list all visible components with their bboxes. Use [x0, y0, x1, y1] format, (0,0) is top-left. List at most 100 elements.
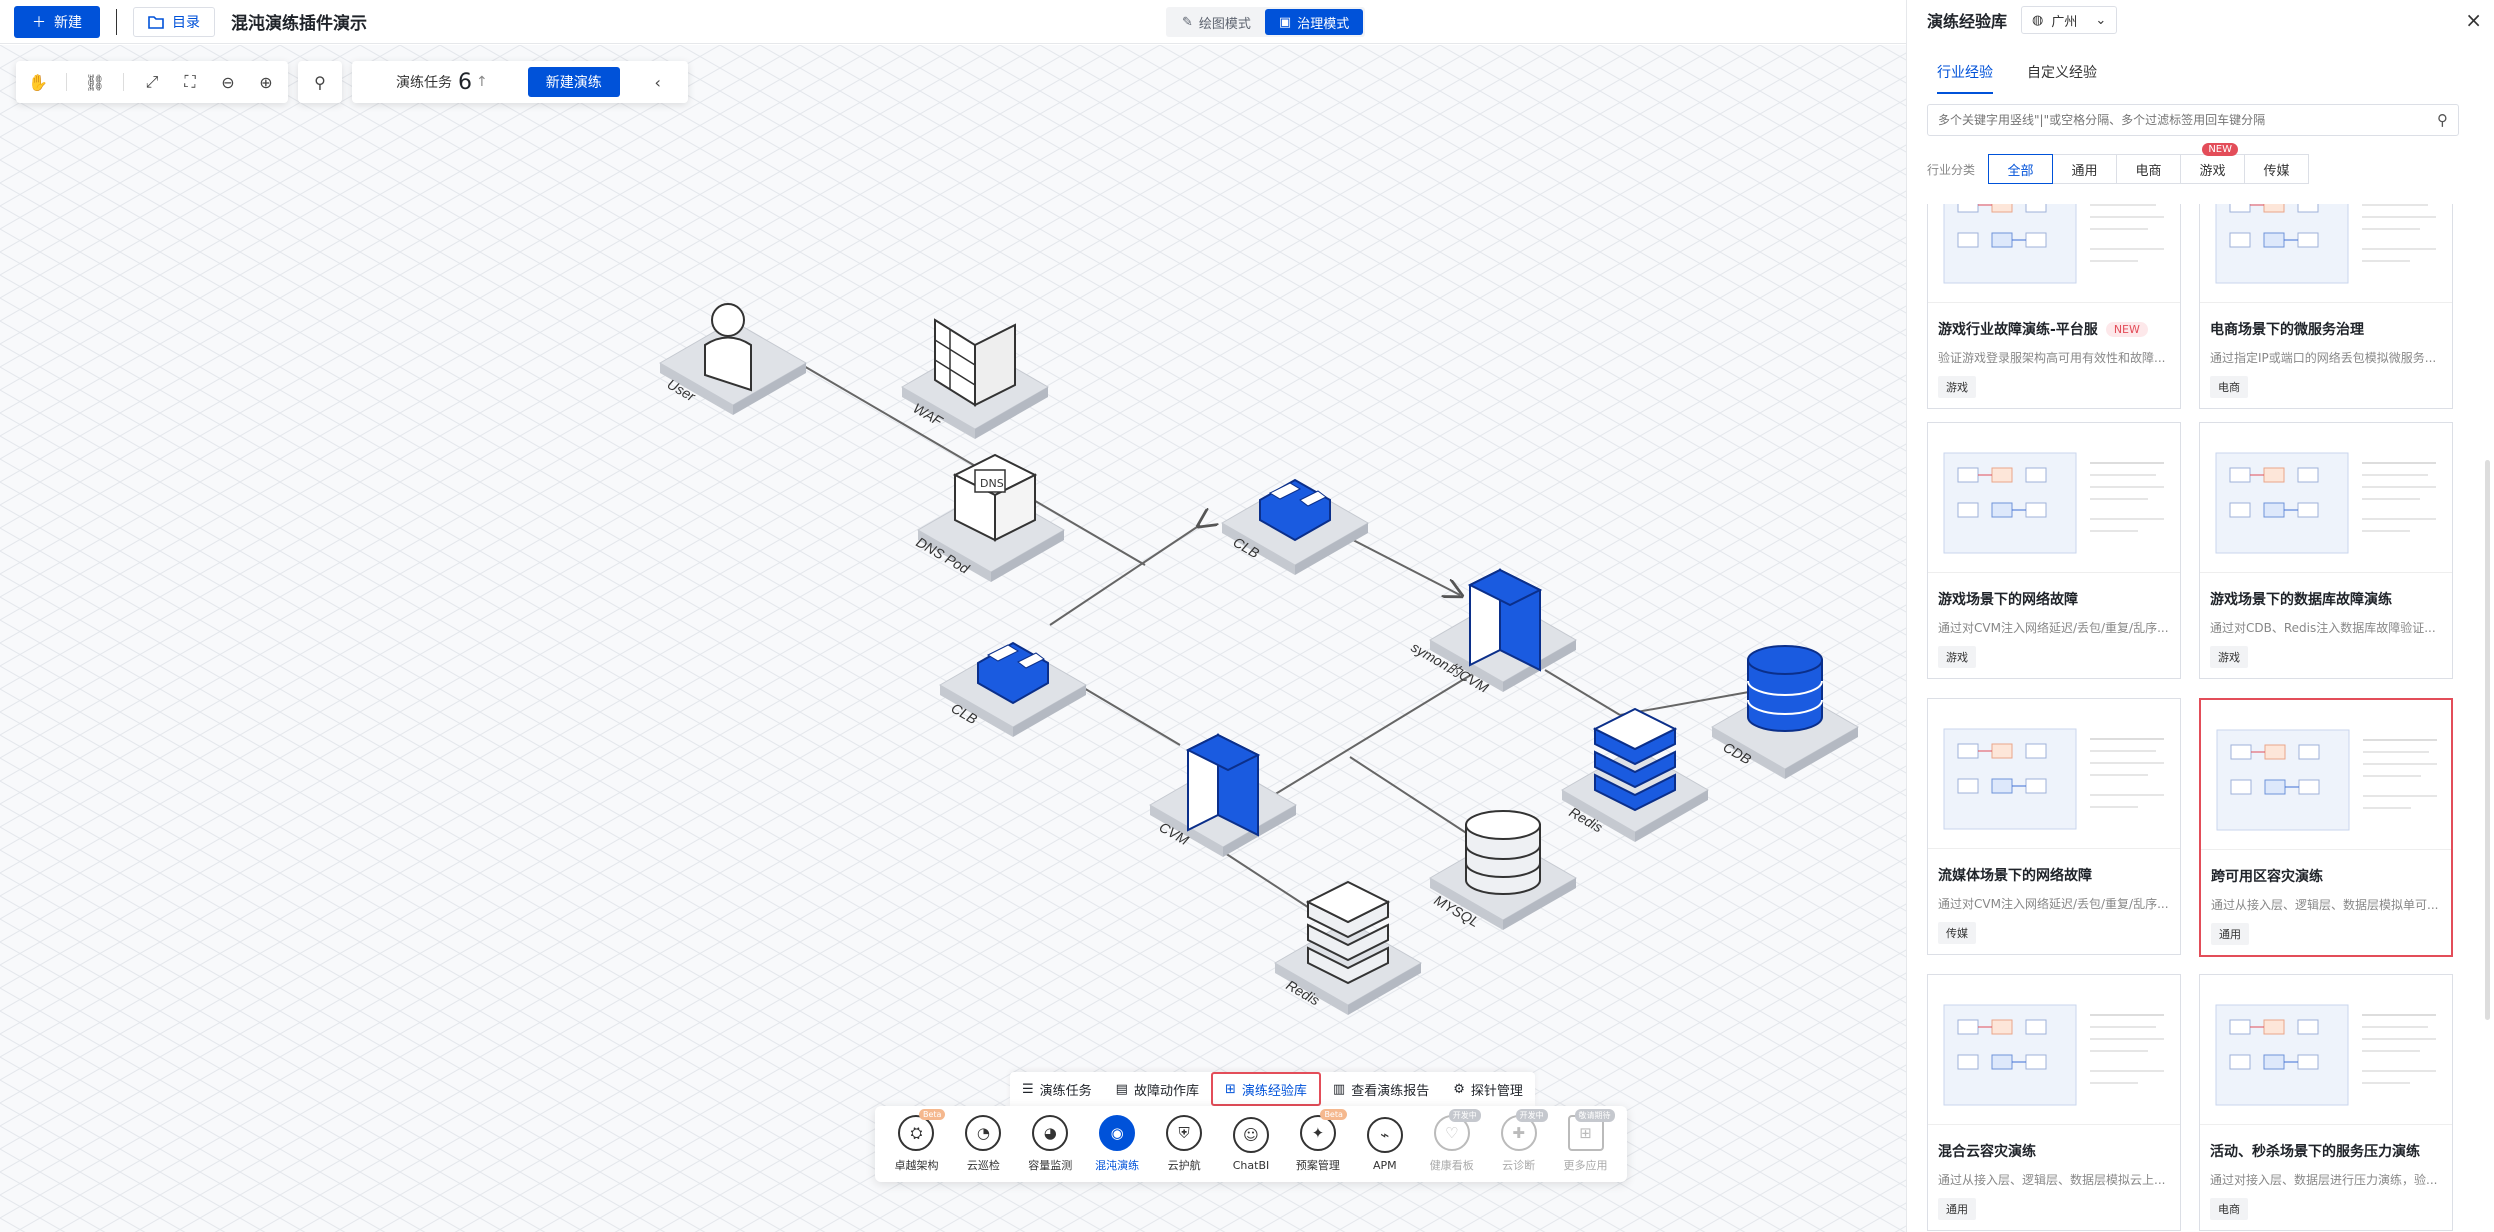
experience-card[interactable]: 电商场景下的微服务治理通过指定IP或端口的网络丢包模拟微服务...电商	[2199, 204, 2453, 409]
card-thumbnail	[1928, 699, 2180, 849]
dock-label: 健康看板	[1429, 1159, 1474, 1172]
tab-label: 演练经验库	[1241, 1083, 1307, 1099]
card-description: 通过从接入层、逻辑层、数据层模拟单可...	[2211, 898, 2439, 912]
card-description: 通过指定IP或端口的网络丢包模拟微服务...	[2210, 351, 2437, 365]
dock-inspection[interactable]: ◔云巡检	[952, 1115, 1014, 1173]
search-input[interactable]	[1938, 113, 2418, 127]
link-icon[interactable]: ⛓	[84, 72, 106, 92]
dock-architecture[interactable]: Beta⛭卓越架构	[885, 1109, 947, 1173]
search-icon[interactable]: ⚲	[314, 72, 326, 92]
node-symon-cvm[interactable]	[1428, 568, 1578, 692]
dock-chaos-drill[interactable]: ◉混沌演练	[1086, 1115, 1148, 1173]
experience-card[interactable]: 游戏场景下的网络故障通过对CVM注入网络延迟/丢包/重复/乱序... 游戏	[1927, 422, 2181, 679]
dock-label: 卓越架构	[894, 1159, 939, 1172]
category-media[interactable]: 传媒	[2244, 154, 2310, 184]
card-tag: 通用	[2211, 923, 2249, 945]
apm-icon: ⌁	[1366, 1116, 1403, 1153]
chevron-left-icon[interactable]: ‹	[654, 72, 661, 92]
dock-label: 混沌演练	[1095, 1159, 1140, 1172]
diagram-thumbnail-image	[2216, 729, 2437, 831]
region-select[interactable]: ◍ 广州 ⌄	[2021, 6, 2118, 34]
dock-capacity[interactable]: ◕容量监测	[1019, 1115, 1081, 1173]
tab-experience-library[interactable]: ⊞演练经验库	[1210, 1072, 1321, 1106]
dock-more-apps[interactable]: 敬请期待⊞更多应用	[1555, 1109, 1617, 1173]
tab-drill-tasks[interactable]: ☰演练任务	[1010, 1072, 1104, 1106]
card-tag: 游戏	[1938, 646, 1976, 668]
card-description: 通过对CVM注入网络延迟/丢包/重复/乱序...	[1938, 897, 2169, 911]
diagram-canvas[interactable]: User WAF DNS Pod CLB symon的CVM CLB CVM R…	[0, 45, 1906, 1232]
fit-view-icon[interactable]: ⤢	[145, 72, 159, 91]
node-mysql[interactable]	[1428, 810, 1578, 930]
category-general[interactable]: 通用	[2052, 154, 2118, 184]
card-description: 通过对CVM注入网络延迟/丢包/重复/乱序...	[1938, 621, 2169, 635]
search-icon[interactable]: ⚲	[2437, 111, 2448, 129]
tab-probe-management[interactable]: ⚙探针管理	[1441, 1072, 1535, 1106]
beta-badge: Beta	[919, 1109, 946, 1120]
category-ecommerce[interactable]: 电商	[2116, 154, 2182, 184]
new-badge: NEW	[2202, 143, 2239, 156]
node-redis-bottom[interactable]	[1273, 880, 1423, 1015]
node-cvm[interactable]	[1148, 733, 1298, 857]
diagram-thumbnail-image	[1943, 452, 2164, 554]
node-waf[interactable]	[900, 318, 1050, 439]
directory-button[interactable]: 目录	[133, 6, 215, 37]
shield-icon: ⛨	[1166, 1115, 1203, 1151]
dock-escort[interactable]: ⛨云护航	[1153, 1115, 1215, 1173]
tab-drill-report[interactable]: ▥查看演练报告	[1321, 1072, 1441, 1106]
tab-fault-library[interactable]: ▤故障动作库	[1104, 1072, 1211, 1106]
experience-card[interactable]: 混合云容灾演练通过从接入层、逻辑层、数据层模拟云上...通用	[1927, 974, 2181, 1231]
hand-icon[interactable]: ✋	[28, 72, 48, 92]
link-symon-redis	[1544, 669, 1621, 716]
node-user[interactable]	[658, 303, 808, 415]
card-title-text: 游戏行业故障演练-平台服	[1938, 322, 2098, 338]
tab-industry-experience[interactable]: 行业经验	[1937, 62, 1993, 94]
user-icon	[711, 303, 745, 337]
pencil-icon: ✎	[1182, 14, 1193, 30]
governance-mode-button[interactable]: ▣ 治理模式	[1264, 9, 1364, 35]
new-drill-button[interactable]: 新建演练	[527, 67, 620, 97]
experience-card[interactable]: 游戏场景下的数据库故障演练通过对CDB、Redis注入数据库故障验证...游戏	[2199, 422, 2453, 679]
dock-apm[interactable]: ⌁APM	[1354, 1116, 1416, 1172]
card-thumbnail	[1928, 204, 2180, 303]
stack-icon	[1305, 880, 1391, 985]
experience-card[interactable]: 活动、秒杀场景下的服务压力演练通过对接入层、数据层进行压力演练，验...电商	[2199, 974, 2453, 1231]
dock-label: 云诊断	[1502, 1159, 1536, 1172]
node-redis-right[interactable]	[1560, 707, 1710, 842]
card-title-text: 游戏场景下的网络故障	[1938, 592, 2078, 608]
dock-plan[interactable]: Beta✦预案管理	[1287, 1109, 1349, 1173]
card-title: 流媒体场景下的网络故障	[1928, 849, 2180, 885]
scrollbar[interactable]	[2485, 460, 2490, 1020]
dock-health[interactable]: 开发中♡健康看板	[1421, 1109, 1483, 1173]
dock-chatbi[interactable]: ☺ChatBI	[1220, 1116, 1282, 1172]
experience-card[interactable]: 流媒体场景下的网络故障通过对CVM注入网络延迟/丢包/重复/乱序...传媒	[1927, 698, 2181, 955]
task-count: 6	[458, 69, 472, 95]
dev-badge: 开发中	[1515, 1109, 1548, 1122]
dock-label: 云巡检	[966, 1159, 1000, 1172]
node-dns-pod[interactable]	[916, 453, 1066, 582]
experience-card[interactable]: 跨可用区容灾演练通过从接入层、逻辑层、数据层模拟单可...通用	[2199, 698, 2453, 957]
draw-mode-button[interactable]: ✎ 绘图模式	[1168, 9, 1265, 35]
governance-icon: ▣	[1278, 14, 1292, 30]
card-description: 通过对CDB、Redis注入数据库故障验证...	[2210, 621, 2436, 635]
fullscreen-icon[interactable]: ⛶	[184, 72, 196, 91]
card-title-text: 活动、秒杀场景下的服务压力演练	[2210, 1144, 2420, 1160]
node-clb-top[interactable]	[1220, 478, 1370, 575]
card-title: 混合云容灾演练	[1928, 1125, 2180, 1161]
close-icon[interactable]: ×	[2465, 8, 2482, 32]
new-button[interactable]: ＋ 新建	[14, 5, 100, 38]
category-all[interactable]: 全部	[1988, 154, 2054, 184]
report-icon: ▥	[1332, 1081, 1346, 1097]
dock-diagnosis[interactable]: 开发中✚云诊断	[1488, 1109, 1550, 1173]
node-clb-left[interactable]	[938, 641, 1088, 737]
category-text: 通用	[2071, 163, 2098, 179]
tab-custom-experience[interactable]: 自定义经验	[2027, 65, 2097, 81]
zoom-out-icon[interactable]: ⊖	[221, 72, 235, 92]
canvas-toolbar: ✋ ⛓ ⤢ ⛶ ⊖ ⊕ ⚲ 演练任务 6 ↑ 新建演练 ‹	[16, 61, 688, 103]
node-cdb[interactable]	[1710, 645, 1860, 779]
card-description: 通过对接入层、数据层进行压力演练，验...	[2210, 1173, 2438, 1187]
zoom-in-icon[interactable]: ⊕	[259, 72, 273, 92]
